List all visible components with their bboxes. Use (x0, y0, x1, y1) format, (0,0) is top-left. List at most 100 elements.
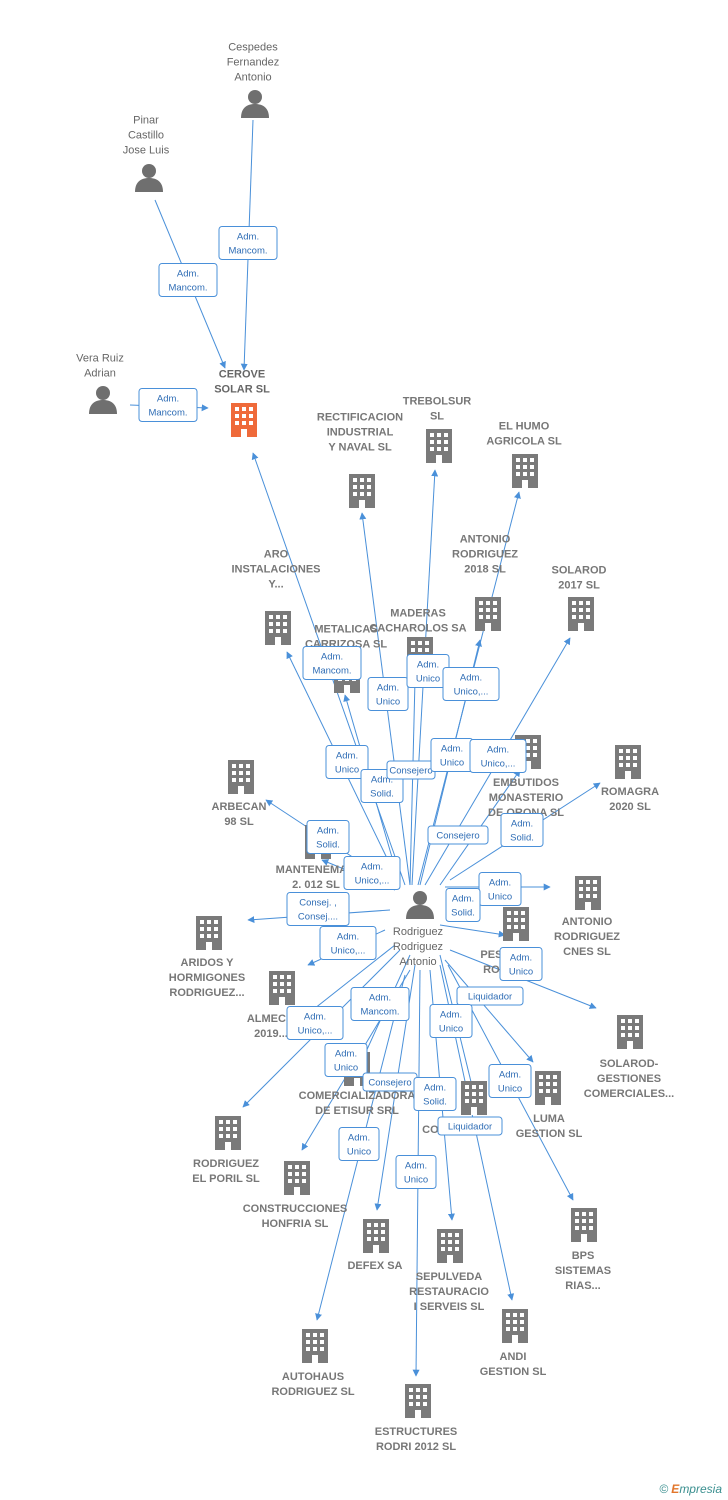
company-node-mantenema[interactable]: MANTENEMA...2. 012 SL (276, 825, 357, 891)
badge-text: Unico (440, 758, 464, 769)
badge-text: Adm. (371, 775, 393, 786)
role-badge-b22[interactable]: Liquidador (456, 986, 524, 1006)
role-badge-b14[interactable]: Adm.Solid. (500, 813, 544, 847)
role-badge-b27[interactable]: Consejero (362, 1072, 418, 1092)
role-badge-b4[interactable]: Adm.Mancom. (302, 646, 362, 680)
badge-box (413, 1077, 457, 1111)
role-badge-b25[interactable]: Adm.Unico (429, 1004, 473, 1038)
person-icon (89, 386, 117, 414)
company-node-defex[interactable]: DEFEX SA (347, 1219, 403, 1272)
badge-text: Solid. (370, 789, 394, 800)
building-icon (535, 1071, 561, 1105)
role-badge-b28[interactable]: Adm.Solid. (413, 1077, 457, 1111)
company-node-solarodgest[interactable]: SOLAROD-GESTIONESCOMERCIALES... (584, 1015, 674, 1100)
node-label-line: SL (430, 410, 444, 422)
node-label-line: 2020 SL (609, 801, 651, 813)
role-badge-b11[interactable]: Adm.Unico (430, 738, 474, 772)
building-icon (284, 1161, 310, 1195)
company-node-aro[interactable]: AROINSTALACIONESY... (231, 548, 321, 645)
building-icon (349, 474, 375, 508)
node-label-line: Y NAVAL SL (328, 441, 392, 453)
role-badge-b3[interactable]: Adm.Mancom. (138, 388, 198, 422)
role-badge-b16[interactable]: Adm.Unico,... (343, 856, 401, 890)
role-badge-b32[interactable]: Adm.Unico (395, 1155, 437, 1189)
badge-text: Unico (416, 674, 440, 685)
node-label-line: SOLAROD (552, 564, 607, 576)
badge-text: Adm. (440, 1010, 462, 1021)
role-badge-b12[interactable]: Adm.Unico,... (469, 739, 527, 773)
node-label-line: INDUSTRIAL (327, 426, 394, 438)
edge-line-11 (409, 679, 419, 886)
role-badge-b10[interactable]: Consejero (386, 760, 436, 780)
company-node-bps[interactable]: BPSSISTEMASRIAS... (555, 1208, 611, 1292)
node-label-line: HORMIGONES (169, 972, 245, 984)
badge-box (218, 226, 278, 260)
role-badge-b17[interactable]: Adm.Unico (478, 872, 522, 906)
badge-text: Adm. (317, 826, 339, 837)
building-icon (426, 429, 452, 463)
role-badge-b6[interactable]: Adm.Unico (406, 654, 450, 688)
node-label-line: GESTION SL (516, 1128, 583, 1140)
badge-text: Adm. (377, 683, 399, 694)
node-label-line: ANTONIO (562, 916, 613, 928)
company-node-luma[interactable]: LUMA GESTION SL (516, 1071, 583, 1140)
node-label-line: SISTEMAS (555, 1265, 611, 1277)
badge-box (367, 677, 409, 711)
role-badge-b1[interactable]: Adm. Mancom. (218, 226, 278, 260)
badge-text: Mancom. (360, 1007, 399, 1018)
role-badge-b19[interactable]: Consej. ,Consej.... (286, 892, 350, 926)
role-badge-b20[interactable]: Adm.Unico,... (319, 926, 377, 960)
company-node-almec[interactable]: ALMEC...2019... (247, 971, 295, 1040)
node-label-line: Castillo (128, 129, 164, 141)
role-badge-b23[interactable]: Adm.Mancom. (350, 987, 410, 1021)
badge-text: Unico,... (331, 946, 366, 957)
role-badge-b18[interactable]: Adm.Solid. (445, 888, 481, 922)
node-label-line: GESTIONES (597, 1073, 661, 1085)
role-badge-b5[interactable]: Adm.Unico (367, 677, 409, 711)
role-badge-b31[interactable]: Adm.Unico (338, 1127, 380, 1161)
role-badge-b13[interactable]: Consejero (427, 825, 489, 845)
role-badge-b29[interactable]: Adm.Unico (488, 1064, 532, 1098)
role-badge-b24[interactable]: Adm.Unico,... (286, 1006, 344, 1040)
role-badge-b2[interactable]: Adm.Mancom. (158, 263, 218, 297)
role-badge-b8[interactable]: Adm.Unico (325, 745, 369, 779)
badge-text: Mancom. (228, 246, 267, 257)
badge-box (325, 745, 369, 779)
node-label-line: Antonio (234, 71, 271, 83)
role-badge-b7[interactable]: Adm.Unico,... (442, 667, 500, 701)
role-badge-b21[interactable]: Adm.Unico (499, 947, 543, 981)
edge-line-19 (439, 924, 506, 938)
node-label-line: SOLAR SL (214, 383, 270, 395)
node-label-line: Cespedes (228, 41, 278, 53)
role-badge-b15[interactable]: Adm.Solid. (306, 820, 350, 854)
badge-box (427, 825, 489, 845)
badge-text: Adm. (237, 232, 259, 243)
role-badge-b30[interactable]: Liquidador (437, 1116, 503, 1136)
company-node-aridos[interactable]: ARIDOS YHORMIGONESRODRIGUEZ... (169, 916, 245, 999)
role-badge-b26[interactable]: Adm.Unico (324, 1043, 368, 1077)
node-label-line: LUMA (533, 1113, 565, 1125)
